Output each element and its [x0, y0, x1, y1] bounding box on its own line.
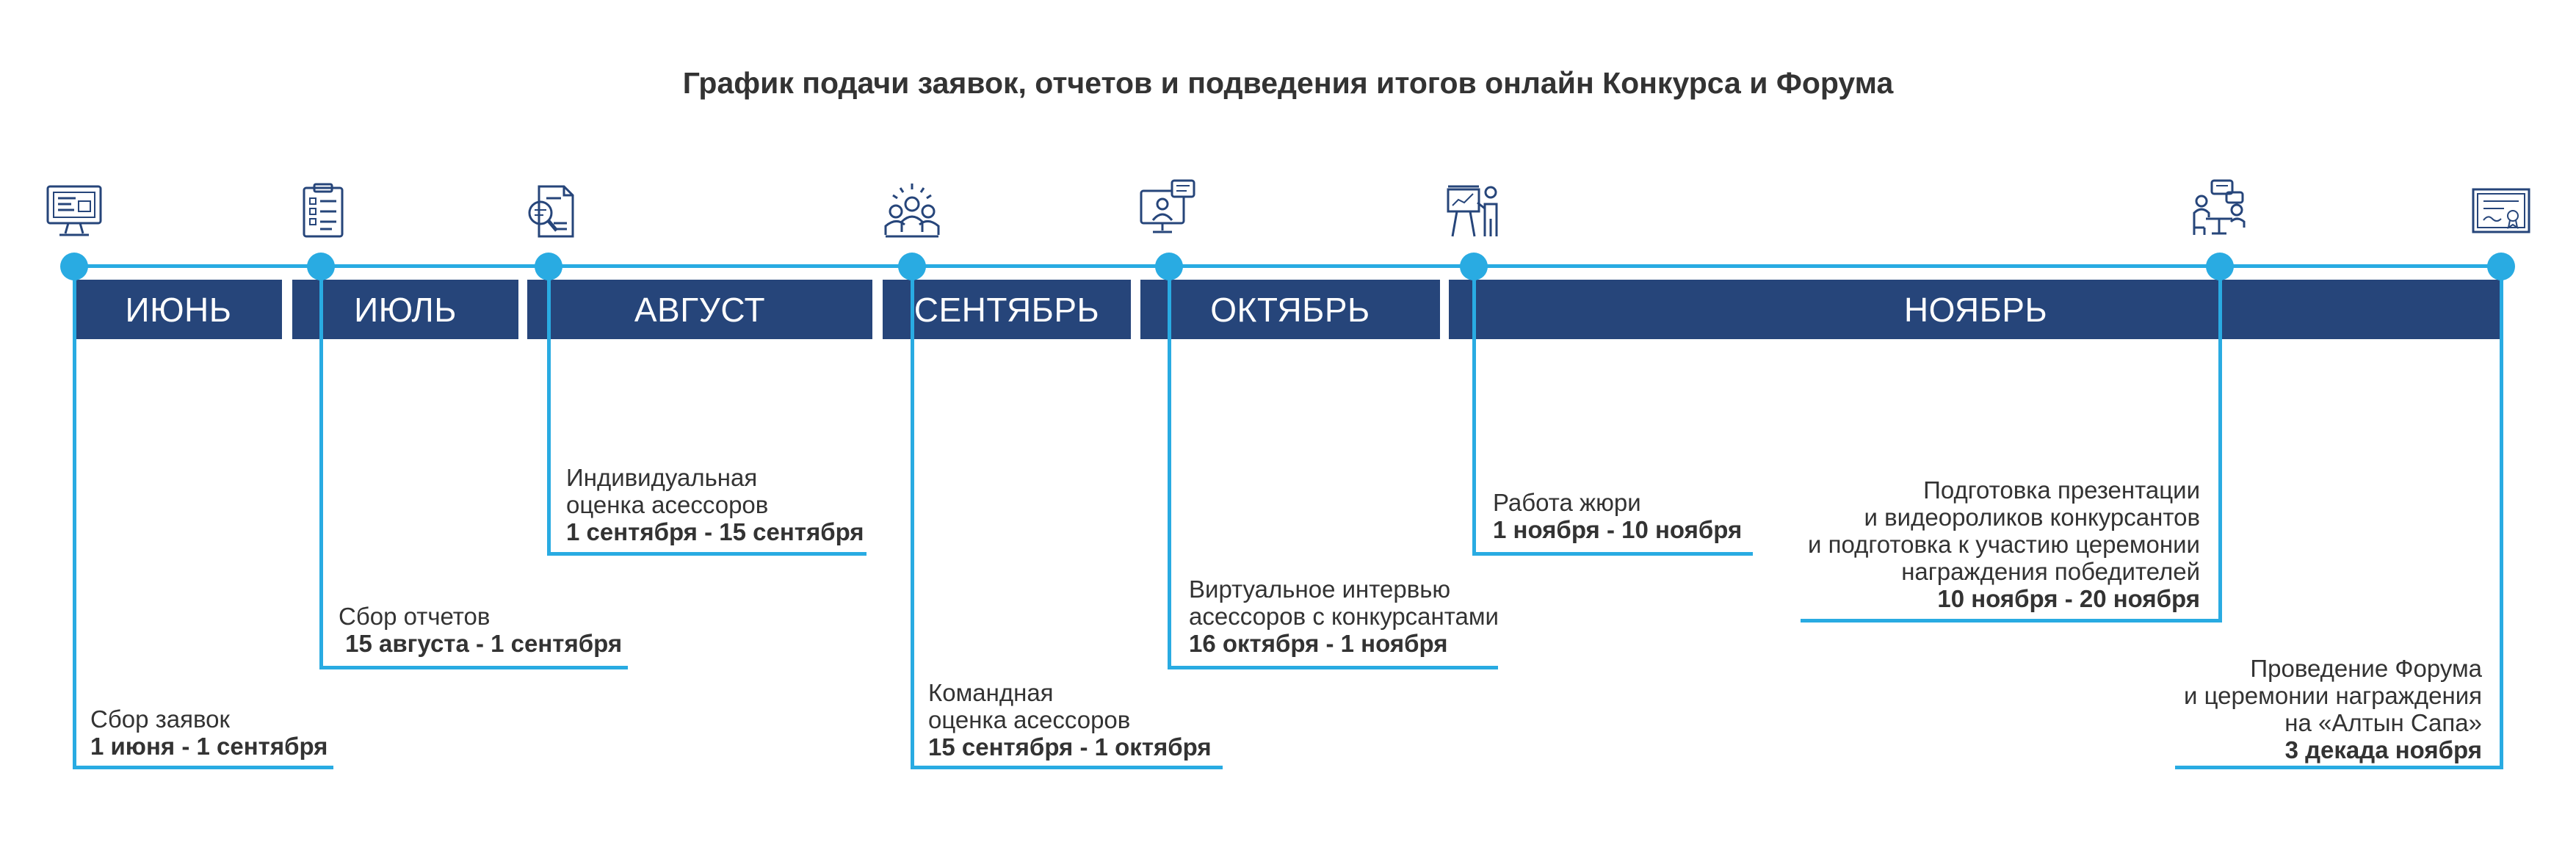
event-text: Работа жюри: [1493, 489, 1641, 516]
event-underline: [2175, 766, 2503, 769]
event-dates: 3 декада ноября: [2284, 736, 2482, 763]
event-underline: [1801, 619, 2222, 622]
month-september: СЕНТЯБРЬ: [883, 280, 1131, 339]
event-underline: [547, 552, 866, 556]
event-text: Сбор отчетов: [339, 603, 491, 630]
timeline-dot: [307, 253, 335, 280]
connector-line: [2500, 266, 2503, 769]
event-dates: 1 июня - 1 сентября: [90, 733, 328, 760]
month-october: ОКТЯБРЬ: [1140, 280, 1440, 339]
month-june: ИЮНЬ: [75, 280, 282, 339]
certificate-icon: [2472, 182, 2530, 241]
event-dates: 15 сентября - 1 октября: [928, 733, 1212, 761]
month-november: НОЯБРЬ: [1449, 280, 2503, 339]
connector-line: [1472, 266, 1476, 556]
event-underline: [1168, 666, 1498, 669]
event-dates: 16 октября - 1 ноября: [1189, 630, 1448, 657]
event-underline: [73, 766, 333, 769]
event-text: Подготовка презентации и видеороликов ко…: [1808, 476, 2200, 585]
timeline-dot: [1460, 253, 1488, 280]
meeting-discussion-icon: [2190, 179, 2248, 238]
page-title: График подачи заявок, отчетов и подведен…: [682, 66, 1894, 100]
timeline-dot: [1155, 253, 1183, 280]
event-dates: 1 ноября - 10 ноября: [1493, 516, 1743, 543]
timeline-dot: [535, 253, 562, 280]
timeline-axis: [75, 264, 2503, 268]
team-icon: [883, 182, 941, 241]
timeline-dot: [2487, 253, 2515, 280]
timeline-dot: [2206, 253, 2234, 280]
computer-form-icon: [45, 182, 104, 241]
connector-line: [73, 266, 76, 769]
event-text: Проведение Форума и церемонии награждени…: [2183, 655, 2482, 736]
checklist-icon: [294, 182, 352, 241]
event-note: Индивидуальная оценка асессоров 1 сентяб…: [566, 464, 864, 545]
presentation-icon: [1445, 182, 1504, 241]
event-underline: [319, 666, 628, 669]
event-underline: [1472, 552, 1753, 556]
video-interview-icon: [1138, 179, 1197, 238]
event-note: Проведение Форума и церемонии награждени…: [2184, 655, 2482, 763]
month-july: ИЮЛЬ: [292, 280, 518, 339]
event-text: Индивидуальная оценка асессоров: [566, 464, 769, 518]
event-text: Виртуальное интервью асессоров с конкурс…: [1189, 576, 1499, 630]
event-note: Виртуальное интервью асессоров с конкурс…: [1189, 576, 1499, 657]
event-note: Сбор отчетов 15 августа - 1 сентября: [339, 603, 622, 657]
event-text: Командная оценка асессоров: [928, 679, 1131, 733]
month-august: АВГУСТ: [527, 280, 872, 339]
event-dates: 1 сентября - 15 сентября: [566, 518, 864, 545]
event-dates: 10 ноября - 20 ноября: [1937, 585, 2200, 612]
event-text: Сбор заявок: [90, 705, 230, 733]
event-note: Командная оценка асессоров 15 сентября -…: [928, 679, 1212, 761]
event-underline: [911, 766, 1223, 769]
document-search-icon: [521, 182, 580, 241]
connector-line: [911, 266, 914, 769]
connector-line: [319, 266, 323, 669]
connector-line: [547, 266, 551, 556]
event-note: Подготовка презентации и видеороликов ко…: [1808, 476, 2200, 612]
event-note: Работа жюри 1 ноября - 10 ноября: [1493, 489, 1742, 543]
event-note: Сбор заявок 1 июня - 1 сентября: [90, 705, 328, 760]
timeline-dot: [60, 253, 88, 280]
connector-line: [2218, 266, 2222, 622]
connector-line: [1168, 266, 1171, 669]
event-dates: 15 августа - 1 сентября: [339, 630, 623, 657]
timeline-dot: [898, 253, 926, 280]
